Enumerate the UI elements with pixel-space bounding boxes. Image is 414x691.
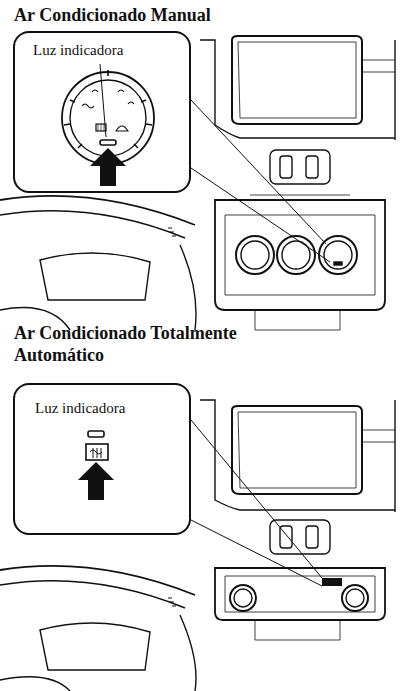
section-heading: Ar Condicionado Manual xyxy=(14,4,404,26)
callout-box: Luz indicadora xyxy=(13,31,191,193)
callout-box: Luz indicadora xyxy=(13,383,191,535)
indicator-label: Luz indicadora xyxy=(33,399,127,417)
section-heading: Ar Condicionado Totalmente Automático xyxy=(14,322,294,366)
indicator-label: Luz indicadora xyxy=(31,41,125,59)
